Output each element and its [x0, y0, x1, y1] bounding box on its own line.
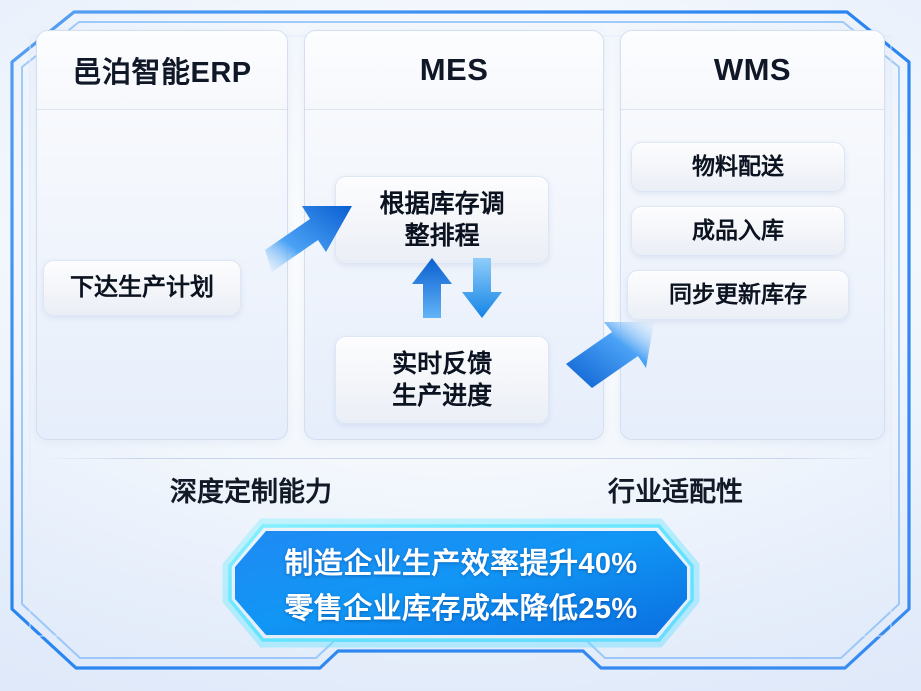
captions-divider — [36, 458, 885, 459]
panel-mes-header: MES — [305, 31, 603, 110]
banner-line-2: 零售企业库存成本降低25% — [284, 592, 638, 625]
banner-line-1: 制造企业生产效率提升40% — [284, 547, 638, 580]
panel-mes-body: 根据库存调 整排程 实时反馈 生产进度 — [305, 110, 603, 439]
panel-mes-title: MES — [419, 52, 489, 87]
highlight-banner: 制造企业生产效率提升40% 零售企业库存成本降低25% — [222, 518, 700, 648]
captions-row: 深度定制能力 行业适配性 — [36, 470, 885, 509]
panel-mes[interactable]: MES 根据库存调 整排程 实时反馈 生产进度 — [304, 30, 604, 440]
banner-shape — [222, 518, 700, 648]
panel-wms[interactable]: WMS 物料配送 成品入库 同步更新库存 — [619, 30, 885, 440]
panel-erp-header: 邑泊智能ERP — [37, 31, 288, 110]
panel-wms-header: WMS — [620, 31, 884, 110]
caption-industry-adaptability: 行业适配性 — [608, 477, 743, 507]
panel-erp-body: 下达生产计划 — [37, 110, 287, 439]
panels-row: 邑泊智能ERP 下达生产计划 MES 根据库存调 整排程 实时反馈 生产进度 — [36, 30, 885, 440]
chip-adjust-schedule-by-inventory[interactable]: 根据库存调 整排程 — [335, 176, 550, 264]
panels-container: 邑泊智能ERP 下达生产计划 MES 根据库存调 整排程 实时反馈 生产进度 — [36, 30, 885, 507]
chip-realtime-production-feedback[interactable]: 实时反馈 生产进度 — [335, 336, 550, 424]
panel-erp[interactable]: 邑泊智能ERP 下达生产计划 — [36, 30, 289, 440]
chip-issue-production-plan[interactable]: 下达生产计划 — [43, 260, 241, 316]
banner-text-block: 制造企业生产效率提升40% 零售企业库存成本降低25% — [232, 528, 690, 638]
panel-wms-body: 物料配送 成品入库 同步更新库存 — [621, 110, 884, 439]
chip-material-delivery[interactable]: 物料配送 — [630, 142, 845, 192]
caption-deep-customization: 深度定制能力 — [170, 477, 332, 507]
chip-finished-goods-warehousing[interactable]: 成品入库 — [630, 206, 845, 256]
panel-wms-title: WMS — [713, 52, 792, 87]
chip-sync-inventory-update[interactable]: 同步更新库存 — [626, 270, 849, 320]
panel-erp-title: 邑泊智能ERP — [72, 57, 252, 89]
